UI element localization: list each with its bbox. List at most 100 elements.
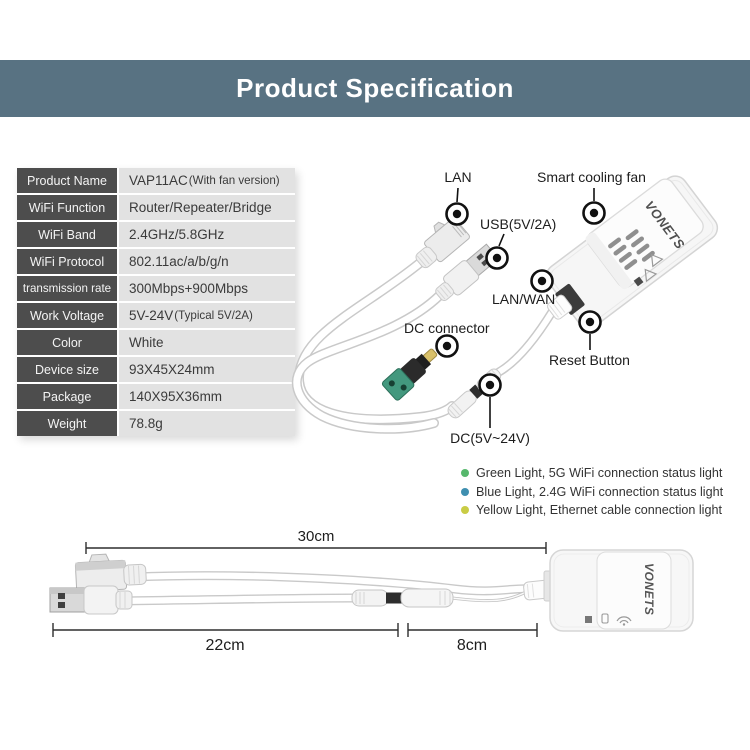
spec-label: Package (17, 384, 117, 409)
lan-marker (445, 202, 469, 226)
cable-boot (547, 294, 573, 320)
dc-pigtail-wire (451, 590, 527, 603)
spec-value-suffix: (With fan version) (188, 174, 280, 187)
table-row: Work Voltage 5V-24V(Typical 5V/2A) (17, 303, 295, 328)
legend-item: Yellow Light, Ethernet cable connection … (461, 501, 723, 520)
spec-value: White (119, 330, 295, 355)
spec-value-text: 140X95X36mm (129, 389, 223, 404)
brand-logo: VONETS (642, 563, 656, 615)
rj45-plug (415, 217, 470, 269)
status-light-legend: Green Light, 5G WiFi connection status l… (461, 464, 723, 520)
legend-item: Green Light, 5G WiFi connection status l… (461, 464, 723, 483)
table-row: Device size 93X45X24mm (17, 357, 295, 382)
led-triangle-icon (644, 268, 658, 283)
spec-label: Work Voltage (17, 303, 117, 328)
page-title: Product Specification (236, 73, 514, 103)
title-bar: Product Specification (0, 60, 750, 117)
legend-text: Yellow Light, Ethernet cable connection … (476, 503, 722, 518)
spec-table: Product Name VAP11AC(With fan version) W… (17, 168, 295, 436)
cable-rj45 (294, 257, 457, 425)
spec-value: 5V-24V(Typical 5V/2A) (119, 303, 295, 328)
dimension-8cm (407, 623, 538, 637)
spec-value: 802.11ac/a/b/g/n (119, 249, 295, 274)
label-lan: LAN (444, 169, 472, 185)
vent-slots (608, 229, 655, 270)
usb-marker (485, 246, 509, 270)
green-light-icon (461, 469, 469, 478)
blue-light-icon (461, 487, 469, 496)
spec-value: 2.4GHz/5.8GHz (119, 222, 295, 247)
table-row: Package 140X95X36mm (17, 384, 295, 409)
spec-value-text: 93X45X24mm (129, 362, 215, 377)
dc-range-marker (478, 373, 502, 397)
label-dc-segment: 8cm (456, 637, 488, 654)
spec-label: WiFi Protocol (17, 249, 117, 274)
table-row: transmission rate 300Mbps+900Mbps (17, 276, 295, 301)
cable-device-dc (494, 307, 557, 377)
led-triangle-icon (650, 253, 664, 268)
usb-plug-horizontal (49, 585, 133, 615)
table-row: Color White (17, 330, 295, 355)
smart-cooling-fan-marker (582, 201, 606, 225)
dc-terminal-adapter (381, 348, 438, 401)
spec-value-text: VAP11AC (129, 173, 188, 188)
label-reset-button: Reset Button (549, 352, 630, 368)
spec-label: Device size (17, 357, 117, 382)
label-lan-wan: LAN/WAN (492, 291, 556, 307)
spec-value-text: 2.4GHz/5.8GHz (129, 227, 225, 242)
spec-value-text: Router/Repeater/Bridge (129, 200, 272, 215)
spec-label: Product Name (17, 168, 117, 193)
power-icon (601, 613, 609, 624)
spec-value: 93X45X24mm (119, 357, 295, 382)
spec-value-text: 78.8g (129, 416, 163, 431)
dimension-22cm (52, 623, 399, 637)
spec-label: WiFi Band (17, 222, 117, 247)
spec-value-text: White (129, 335, 164, 350)
table-row: WiFi Function Router/Repeater/Bridge (17, 195, 295, 220)
legend-text: Green Light, 5G WiFi connection status l… (476, 466, 723, 481)
table-row: WiFi Band 2.4GHz/5.8GHz (17, 222, 295, 247)
label-dc-connector: DC connector (404, 320, 490, 336)
leader-lines (456, 187, 595, 428)
spec-value: 300Mbps+900Mbps (119, 276, 295, 301)
ethernet-port (555, 283, 585, 315)
spec-label: Color (17, 330, 117, 355)
callout-markers (435, 201, 606, 397)
dc-barrel-pair (351, 588, 454, 608)
led-square-icon (633, 276, 644, 287)
table-row: Product Name VAP11AC(With fan version) (17, 168, 295, 193)
label-dc-range: DC(5V~24V) (450, 430, 530, 446)
wifi-device-horizontal: VONETS (543, 549, 694, 632)
label-total-length: 30cm (297, 528, 335, 545)
spec-value: VAP11AC(With fan version) (119, 168, 295, 193)
legend-text: Blue Light, 2.4G WiFi connection status … (476, 484, 724, 499)
spec-value-text: 300Mbps+900Mbps (129, 281, 248, 296)
label-smart-cooling-fan: Smart cooling fan (537, 169, 646, 185)
legend-item: Blue Light, 2.4G WiFi connection status … (461, 483, 723, 502)
wifi-device: VONETS (545, 175, 719, 329)
device-connections-illustration: VONETS (291, 175, 719, 434)
label-usb-segment: 22cm (205, 637, 245, 654)
spec-value-suffix: (Typical 5V/2A) (174, 309, 253, 322)
spec-label: WiFi Function (17, 195, 117, 220)
dimension-30cm (85, 542, 547, 554)
lan-wan-marker (530, 269, 554, 293)
wifi-icon (616, 616, 632, 626)
spec-value-text: 802.11ac/a/b/g/n (129, 254, 229, 269)
yellow-light-icon (461, 506, 469, 515)
label-usb: USB(5V/2A) (480, 216, 557, 232)
spec-value: 78.8g (119, 411, 295, 436)
cable-length-illustration: VONETS (49, 542, 694, 637)
dc-connector-marker (435, 334, 459, 358)
led-square-icon (585, 616, 592, 623)
table-row: Weight 78.8g (17, 411, 295, 436)
spec-label: transmission rate (17, 276, 117, 301)
spec-value-text: 5V-24V (129, 308, 174, 323)
cooling-fan-cap (596, 551, 672, 630)
spec-label: Weight (17, 411, 117, 436)
table-row: WiFi Protocol 802.11ac/a/b/g/n (17, 249, 295, 274)
reset-button-marker (578, 310, 602, 334)
spec-value: Router/Repeater/Bridge (119, 195, 295, 220)
spec-value: 140X95X36mm (119, 384, 295, 409)
